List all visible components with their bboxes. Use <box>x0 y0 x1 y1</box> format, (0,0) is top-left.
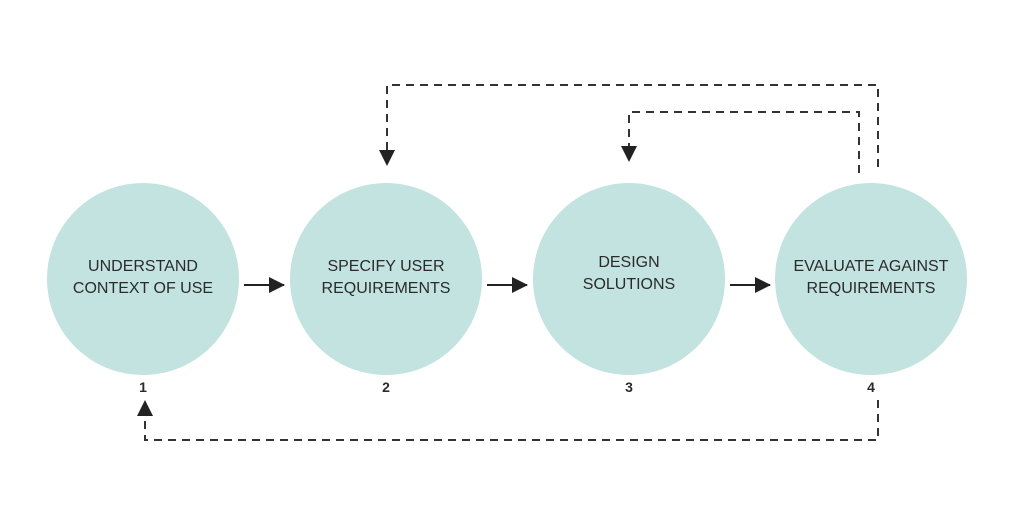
step-number: 4 <box>867 379 875 395</box>
step-label-line2: SOLUTIONS <box>583 276 675 293</box>
step-2: SPECIFY USER REQUIREMENTS 2 <box>290 183 482 395</box>
step-label-line1: EVALUATE AGAINST <box>793 258 948 275</box>
step-number: 2 <box>382 379 390 395</box>
step-label-line2: REQUIREMENTS <box>322 280 451 297</box>
step-label-line2: REQUIREMENTS <box>807 280 936 297</box>
step-circle <box>775 183 967 375</box>
step-circle <box>290 183 482 375</box>
step-number: 3 <box>625 379 633 395</box>
arrow-down-icon <box>379 150 395 166</box>
step-label-line1: DESIGN <box>598 254 659 271</box>
step-circle <box>533 183 725 375</box>
step-1: UNDERSTAND CONTEXT OF USE 1 <box>47 183 239 395</box>
step-label-line2: CONTEXT OF USE <box>73 280 213 297</box>
step-3: DESIGN SOLUTIONS 3 <box>533 183 725 395</box>
step-4: EVALUATE AGAINST REQUIREMENTS 4 <box>775 183 967 395</box>
arrow-up-icon <box>137 400 153 416</box>
step-label-line1: SPECIFY USER <box>327 258 444 275</box>
feedback-loop-4-to-3 <box>628 111 860 173</box>
step-number: 1 <box>139 379 147 395</box>
step-label-line1: UNDERSTAND <box>88 258 198 275</box>
feedback-loop-4-to-1 <box>144 400 879 441</box>
arrow-down-icon <box>621 146 637 162</box>
feedback-loop-4-to-2 <box>386 84 879 167</box>
step-circle <box>47 183 239 375</box>
